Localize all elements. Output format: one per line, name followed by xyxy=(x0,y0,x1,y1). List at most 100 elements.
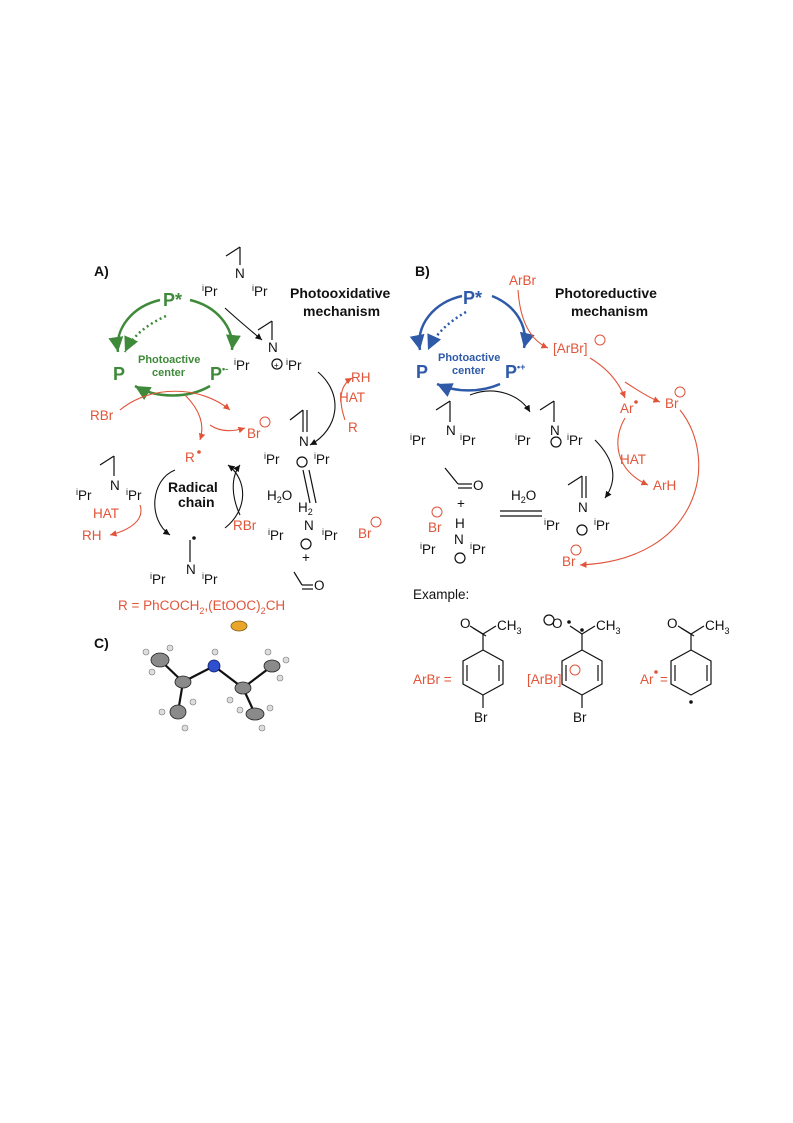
plus-b: + xyxy=(457,496,465,511)
arbr-top: ArBr xyxy=(509,273,537,288)
amine-ipr-right: iPr xyxy=(252,283,268,299)
plus-a: + xyxy=(302,550,310,565)
h2-label: H2 xyxy=(298,500,313,517)
h-label-b: H xyxy=(455,516,465,531)
rh-right: RH xyxy=(351,370,371,385)
radical-label: Radical xyxy=(168,479,218,495)
amine-cation-b: N iPr iPr xyxy=(515,400,583,448)
example-label: Example: xyxy=(413,587,469,602)
arbr-anion-eq: [ArBr] xyxy=(527,672,562,687)
n-b-left: N xyxy=(446,423,456,438)
p-star: P* xyxy=(163,290,182,310)
center-label-b: center xyxy=(452,365,486,377)
ellipsoid-icon xyxy=(230,620,248,632)
ipr-iminium-left: iPr xyxy=(264,451,280,467)
ar-radical: Ar xyxy=(620,401,634,416)
panel-a: A) Photooxidative mechanism N iPr iPr P*… xyxy=(76,246,391,632)
n-iminium: N xyxy=(299,434,309,449)
r-right: R xyxy=(348,420,358,435)
svg-text:=: = xyxy=(660,672,668,687)
n-ammonium: N xyxy=(304,518,314,533)
p-cation: P•+ xyxy=(505,362,525,382)
h2o-b: H2O xyxy=(511,488,536,505)
ipr-b2: iPr xyxy=(460,432,476,448)
o-ar: O xyxy=(667,616,678,631)
ipr-b8: iPr xyxy=(470,541,486,557)
ar-eq: Ar xyxy=(640,672,654,687)
ipr-b6: iPr xyxy=(594,517,610,533)
br-anion-a: Br xyxy=(247,426,261,441)
ipr-left-left: iPr xyxy=(76,487,92,503)
o-anion: O xyxy=(552,616,563,631)
ipr-left-right: iPr xyxy=(126,487,142,503)
panel-a-title-2: mechanism xyxy=(303,303,380,319)
radical-chain-cycle: Radical chain RBr xyxy=(154,464,257,536)
ipr-cation-left: iPr xyxy=(234,357,250,373)
ipr-iminium-right: iPr xyxy=(314,451,330,467)
ch3-arbr: CH3 xyxy=(497,618,522,636)
amine-radical-bottom: N iPr iPr xyxy=(150,536,218,587)
arbr-anion: [ArBr] xyxy=(553,341,588,356)
o-aldehyde-a: O xyxy=(314,578,325,593)
n-b-cation: N xyxy=(550,423,560,438)
amine-left-b: N iPr iPr xyxy=(410,400,476,448)
h2o-a: H2O xyxy=(267,488,292,505)
ipr-b5: iPr xyxy=(544,517,560,533)
rbr-left: RBr xyxy=(90,408,114,423)
center-label: center xyxy=(152,367,186,379)
arh: ArH xyxy=(653,478,676,493)
ipr-b1: iPr xyxy=(410,432,426,448)
br-bottom: Br xyxy=(562,554,576,569)
n-left: N xyxy=(110,478,120,493)
n-bottom: N xyxy=(186,562,196,577)
hat-left: HAT xyxy=(93,506,119,521)
amine-ipr-left: iPr xyxy=(202,283,218,299)
ipr-ammonium-left: iPr xyxy=(268,527,284,543)
panel-a-label: A) xyxy=(94,263,109,279)
panel-b-title-1: Photoreductive xyxy=(555,285,657,301)
arbr-eq: ArBr = xyxy=(413,672,452,687)
arbr-anion-structure: [ArBr] O CH3 Br xyxy=(527,614,621,725)
panel-b: B) Photoreductive mechanism ArBr P* P P•… xyxy=(409,263,730,725)
blue-photocycle: P* P P•+ Photoactive center xyxy=(409,288,535,397)
ipr-cation-right: iPr xyxy=(286,357,302,373)
ipr-bottom-left: iPr xyxy=(150,571,166,587)
arbr-structure: ArBr = O CH3 Br xyxy=(413,616,522,725)
panel-c-label: C) xyxy=(94,635,109,651)
panel-a-title-1: Photooxidative xyxy=(290,285,391,301)
svg-text:+: + xyxy=(274,361,279,370)
hat-right: HAT xyxy=(339,390,365,405)
iminium-a: N iPr iPr xyxy=(264,409,330,468)
p-ground: P xyxy=(113,364,125,384)
amine-n: N xyxy=(235,266,245,281)
iminium-b: N iPr iPr Br xyxy=(544,475,610,569)
panel-b-title-2: mechanism xyxy=(571,303,648,319)
o-aldehyde-b: O xyxy=(473,478,484,493)
hat-b: HAT xyxy=(620,452,646,467)
panel-c: C) xyxy=(94,635,290,732)
chain-label: chain xyxy=(178,494,215,510)
p-star-b: P* xyxy=(463,288,482,308)
amine-left-a: N iPr iPr xyxy=(76,455,142,503)
ch3-ar: CH3 xyxy=(705,618,730,636)
br-right: Br xyxy=(358,526,372,541)
rbr-right: RBr xyxy=(233,518,257,533)
ch3-anion: CH3 xyxy=(596,618,621,636)
rh-left: RH xyxy=(82,528,102,543)
r-definition: R = PhCOCH2,(EtOOC)2CH xyxy=(118,598,285,616)
amine-top-a: N iPr iPr xyxy=(202,246,268,299)
br-anion-struct: Br xyxy=(573,710,587,725)
acetaldehyde-b: O + xyxy=(444,467,484,511)
acetaldehyde-a: O xyxy=(293,571,325,593)
ammonium-a: H2 N iPr iPr Br + xyxy=(268,500,382,565)
r-radical: R xyxy=(185,450,195,465)
panel-b-label: B) xyxy=(415,263,430,279)
ammonium-b: Br H N iPr iPr xyxy=(420,506,486,564)
br-left-b: Br xyxy=(428,520,442,535)
ipr-ammonium-right: iPr xyxy=(322,527,338,543)
ar-radical-structure: Ar = O CH3 xyxy=(640,616,730,704)
ipr-b4: iPr xyxy=(567,432,583,448)
o-arbr: O xyxy=(460,616,471,631)
n-cation: N xyxy=(268,340,278,355)
